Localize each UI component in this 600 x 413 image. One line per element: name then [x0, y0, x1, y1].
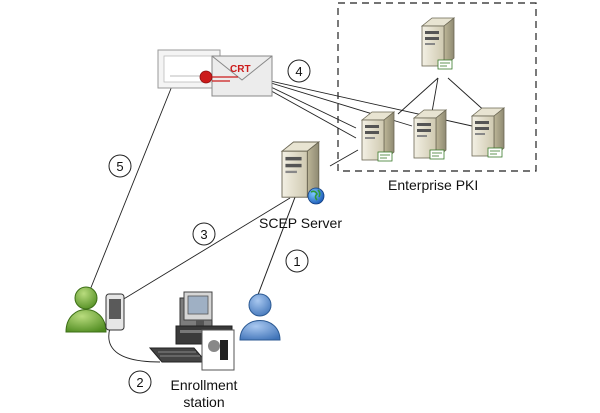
step-2-marker: 2: [128, 370, 152, 394]
pki-group-label: Enterprise PKI: [388, 177, 478, 193]
step-5-marker: 5: [108, 154, 132, 178]
certificate-icon: [437, 59, 453, 70]
step1-line: [255, 183, 301, 301]
enrollment-station-label-line2: station: [183, 394, 224, 410]
user-person-icon: [65, 286, 107, 333]
pki-link-right: [447, 77, 489, 115]
globe-continents: [310, 189, 321, 201]
step-4-marker: 4: [287, 59, 311, 83]
admin-person-icon: [239, 293, 281, 341]
pki-server-middle: [413, 109, 447, 160]
pki-link-middle: [431, 77, 439, 113]
seal-icon: [199, 70, 213, 84]
scep-server-label: SCEP Server: [259, 215, 342, 231]
step-3-marker: 3: [192, 222, 216, 246]
svg-text:1: 1: [293, 254, 300, 269]
step5-line: [89, 85, 173, 291]
step3-line: [121, 197, 291, 301]
pki-boundary: [337, 2, 537, 172]
svg-text:5: 5: [116, 159, 123, 174]
keyboard-icon: [148, 347, 208, 363]
enrollment-station-label-line1: Enrollment: [171, 377, 238, 393]
pki-link-left: [397, 77, 439, 115]
mobile-device-icon: [105, 293, 125, 331]
certificate-icon: [429, 149, 445, 160]
pki-server-right: [471, 107, 505, 158]
pki-server-left: [361, 111, 395, 162]
scep-pki-link: [329, 149, 359, 167]
certificate-icon: [377, 151, 393, 162]
certificate-label: CRT: [230, 64, 251, 75]
step-1-marker: 1: [285, 249, 309, 273]
svg-text:4: 4: [295, 64, 302, 79]
pki-root-server: [421, 17, 455, 70]
step2-line: [108, 327, 161, 363]
desktop-computer-icon: [148, 291, 235, 371]
certificate-envelope-icon: [157, 49, 273, 97]
svg-text:2: 2: [136, 375, 143, 390]
svg-text:3: 3: [200, 227, 207, 242]
certificate-icon: [487, 147, 503, 158]
